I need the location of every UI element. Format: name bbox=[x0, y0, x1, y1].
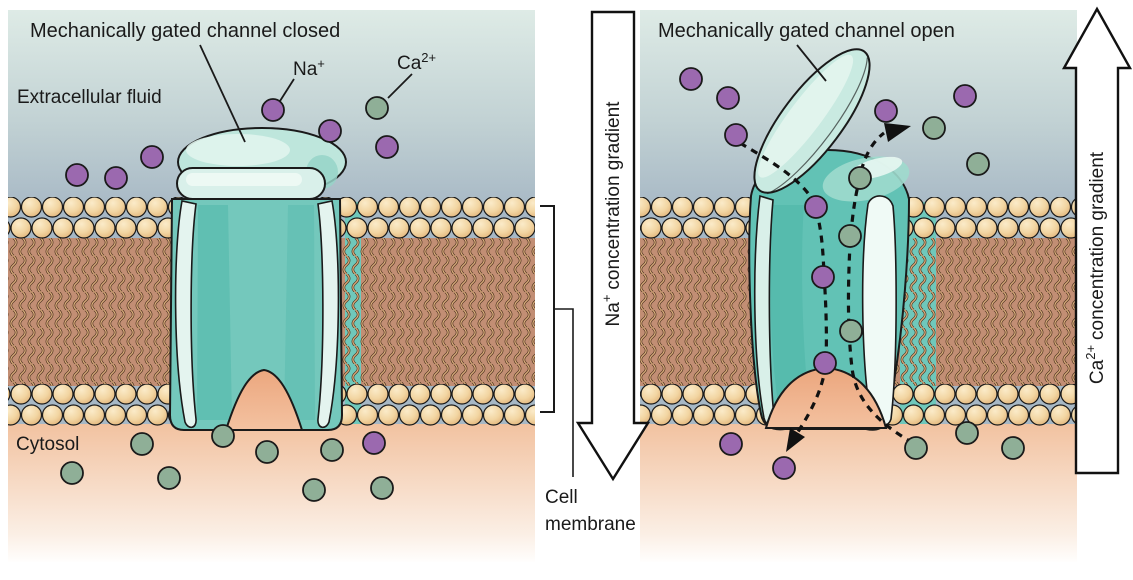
cell-membrane-bracket bbox=[540, 205, 574, 477]
ca-label-leader-line bbox=[387, 73, 413, 99]
open-channel-lid bbox=[753, 48, 871, 195]
ion-ca bbox=[848, 166, 872, 190]
ion-ca bbox=[1001, 436, 1025, 460]
ion-na bbox=[104, 166, 128, 190]
ion-layer bbox=[60, 67, 1025, 502]
ion-ca bbox=[839, 319, 863, 343]
na-influx-arrowhead bbox=[786, 428, 805, 452]
ion-na bbox=[375, 135, 399, 159]
down-arrow-shape bbox=[575, 10, 651, 482]
ion-ca bbox=[302, 478, 326, 502]
right-title-leader-line bbox=[796, 44, 827, 82]
ion-ca bbox=[211, 424, 235, 448]
ca-efflux-path bbox=[846, 131, 914, 445]
ion-na bbox=[716, 86, 740, 110]
na-gradient-arrow: Na+concentration gradient bbox=[575, 10, 651, 482]
closed-channel bbox=[168, 127, 347, 431]
ion-ca bbox=[370, 476, 394, 500]
ion-ca bbox=[365, 96, 389, 120]
ion-na bbox=[719, 432, 743, 456]
ion-na bbox=[362, 431, 386, 455]
dome-highlight bbox=[186, 134, 290, 166]
open-channel bbox=[748, 48, 911, 431]
ion-ca bbox=[955, 421, 979, 445]
ion-ca bbox=[922, 116, 946, 140]
ca-efflux-arrowhead bbox=[884, 123, 911, 142]
ca-gradient-label: Ca2+concentration gradient bbox=[1083, 151, 1108, 384]
gate-band-highlight bbox=[186, 173, 302, 186]
ion-na bbox=[65, 163, 89, 187]
left-panel bbox=[8, 10, 535, 562]
ion-ca bbox=[966, 152, 990, 176]
ion-na bbox=[811, 265, 835, 289]
ion-ca bbox=[838, 224, 862, 248]
closed-channel-shade-left bbox=[197, 205, 232, 420]
ca-gradient-arrow: Ca2+concentration gradient bbox=[1061, 6, 1133, 475]
open-channel-shade bbox=[770, 205, 812, 426]
left-panel-title: Mechanically gated channel closed bbox=[30, 20, 340, 42]
ion-na bbox=[874, 99, 898, 123]
ion-ca bbox=[60, 461, 84, 485]
closed-channel-pillar-right bbox=[317, 200, 340, 429]
right-panel-title: Mechanically gated channel open bbox=[658, 20, 955, 42]
ion-flow-paths bbox=[739, 131, 914, 445]
ca-ion-label: Ca2+ bbox=[397, 50, 436, 74]
right-panel bbox=[640, 10, 1077, 562]
extracellular-fluid-label: Extracellular fluid bbox=[17, 87, 162, 108]
ion-ca bbox=[904, 436, 928, 460]
ion-ca bbox=[130, 432, 154, 456]
na-gradient-label: Na+concentration gradient bbox=[599, 101, 624, 327]
ion-na bbox=[724, 123, 748, 147]
na-influx-path bbox=[739, 141, 828, 445]
label-layer: Mechanically gated channel closed Extrac… bbox=[16, 20, 955, 535]
cytosol-label: Cytosol bbox=[16, 434, 79, 455]
ion-na bbox=[772, 456, 796, 480]
na-label-leader-line bbox=[279, 78, 295, 102]
ion-ca bbox=[320, 438, 344, 462]
ion-ca bbox=[255, 440, 279, 464]
ion-na bbox=[318, 119, 342, 143]
ion-ca bbox=[157, 466, 181, 490]
ion-na bbox=[953, 84, 977, 108]
na-ion-label: Na+ bbox=[293, 56, 325, 80]
left-title-leader-line bbox=[199, 44, 246, 143]
up-arrow-shape bbox=[1061, 6, 1133, 475]
ion-na bbox=[261, 98, 285, 122]
bracket-leader-line bbox=[554, 308, 574, 477]
ion-na bbox=[804, 195, 828, 219]
lid-rim-line bbox=[766, 57, 868, 195]
bracket bbox=[540, 205, 555, 413]
closed-channel-shade-right bbox=[284, 205, 315, 420]
ion-na bbox=[140, 145, 164, 169]
cell-membrane-label-line2: membrane bbox=[545, 514, 636, 535]
ion-na bbox=[813, 351, 837, 375]
cell-membrane-label-line1: Cell bbox=[545, 487, 578, 508]
ion-na bbox=[679, 67, 703, 91]
closed-channel-pillar-left bbox=[174, 200, 197, 429]
closed-channel-opening bbox=[224, 368, 304, 431]
open-channel-pillar-right bbox=[861, 195, 897, 428]
lid-highlight bbox=[758, 54, 854, 178]
